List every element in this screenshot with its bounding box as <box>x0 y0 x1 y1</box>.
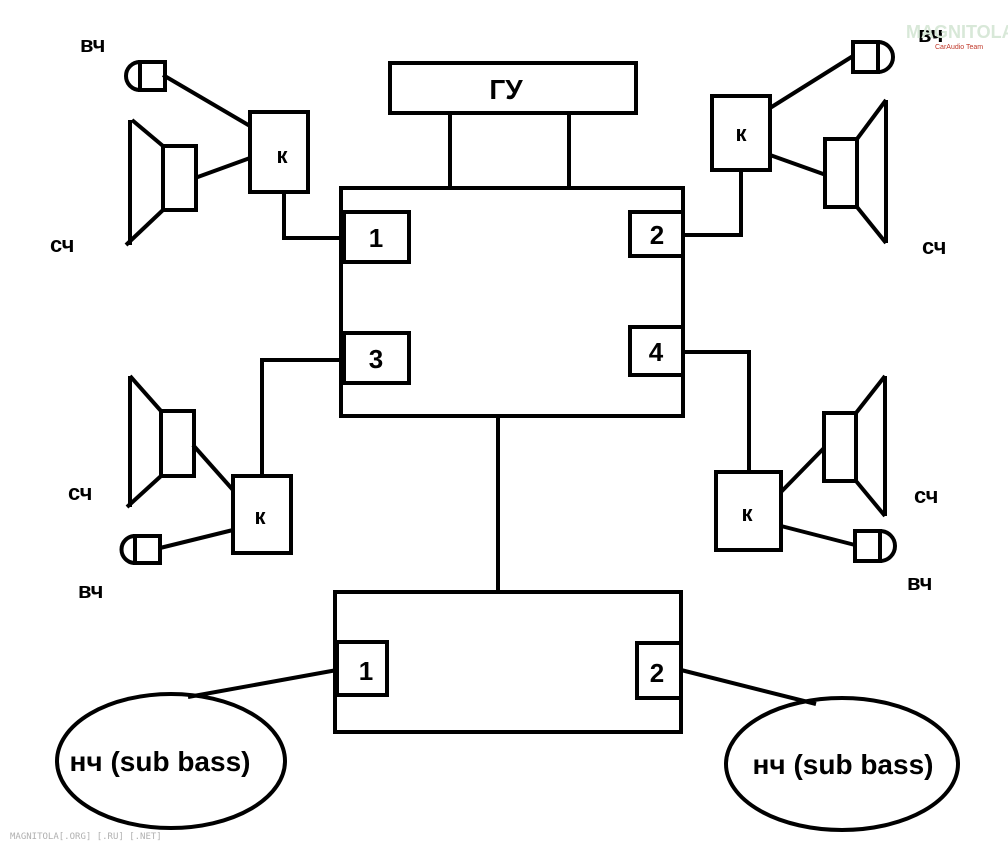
subwoofer-right: нч (sub bass) <box>680 668 960 832</box>
midrange-wire <box>191 443 235 492</box>
midrange-wire <box>779 446 826 494</box>
subwoofer-left: нч (sub bass) <box>55 668 338 830</box>
midrange-wire <box>769 153 827 177</box>
crossover-wire <box>683 170 743 237</box>
tweeter-icon <box>853 529 897 563</box>
tweeter-label: вч <box>80 32 105 57</box>
channel-4-label: 4 <box>649 337 664 367</box>
midrange-label: сч <box>914 483 938 508</box>
speaker-group-front-right: к вч сч <box>683 22 946 259</box>
speaker-group-front-left: к вч сч <box>50 32 344 257</box>
midrange-wire <box>194 156 251 180</box>
crossover-wire <box>282 192 344 240</box>
midrange-icon <box>125 374 196 509</box>
crossover-wire <box>683 350 751 472</box>
midrange-label: сч <box>50 232 74 257</box>
tweeter-icon <box>124 60 167 92</box>
crossover-box <box>248 110 310 194</box>
sub-channel-1-label: 1 <box>359 656 373 686</box>
midrange-icon <box>823 98 888 245</box>
channel-2-label: 2 <box>650 220 664 250</box>
crossover-label: к <box>254 504 266 529</box>
tweeter-wire <box>161 73 252 128</box>
watermark-logo-subtext: CarAudio Team <box>935 44 983 51</box>
crossover-label: к <box>276 143 288 168</box>
channel-1-label: 1 <box>369 223 383 253</box>
tweeter-label: вч <box>78 578 103 603</box>
midrange-icon <box>124 118 198 247</box>
watermark-logo: MAGNITOLA CarAudio Team <box>906 22 1008 51</box>
subwoofer-ellipse <box>724 696 960 832</box>
crossover-label: к <box>741 501 753 526</box>
midrange-label: сч <box>68 480 92 505</box>
tweeter-wire <box>159 528 234 550</box>
subwoofer-wire <box>187 668 338 699</box>
main-amplifier-box <box>339 186 685 418</box>
sub-channel-2-label: 2 <box>650 658 664 688</box>
crossover-wire <box>260 358 344 476</box>
tweeter-wire <box>768 54 855 110</box>
midrange-icon <box>822 374 887 518</box>
speaker-group-rear-left: к сч вч <box>68 358 344 603</box>
tweeter-label: вч <box>907 570 932 595</box>
channel-3-label: 3 <box>369 344 383 374</box>
tweeter-icon <box>119 534 162 565</box>
head-unit: ГУ <box>388 61 638 115</box>
speaker-group-rear-right: к сч вч <box>683 350 938 595</box>
sub-channel-1-box <box>335 640 389 697</box>
watermark-bottom: MAGNITOLA[.ORG] [.RU] [.NET] <box>10 832 162 842</box>
head-unit-box <box>388 61 638 115</box>
head-unit-label: ГУ <box>489 74 523 105</box>
sub-amplifier: 1 2 <box>333 590 683 734</box>
tweeter-wire <box>780 524 856 547</box>
watermark-logo-text: MAGNITOLA <box>906 22 1008 42</box>
crossover-label: к <box>735 121 747 146</box>
tweeter-label: вч <box>918 22 943 47</box>
main-amplifier: 1 2 3 4 <box>339 186 685 418</box>
tweeter-icon <box>851 40 895 74</box>
midrange-label: сч <box>922 234 946 259</box>
subwoofer-label: нч (sub bass) <box>70 746 251 777</box>
subwoofer-wire <box>680 668 817 706</box>
subwoofer-label: нч (sub bass) <box>753 749 934 780</box>
subwoofer-ellipse <box>55 692 287 830</box>
